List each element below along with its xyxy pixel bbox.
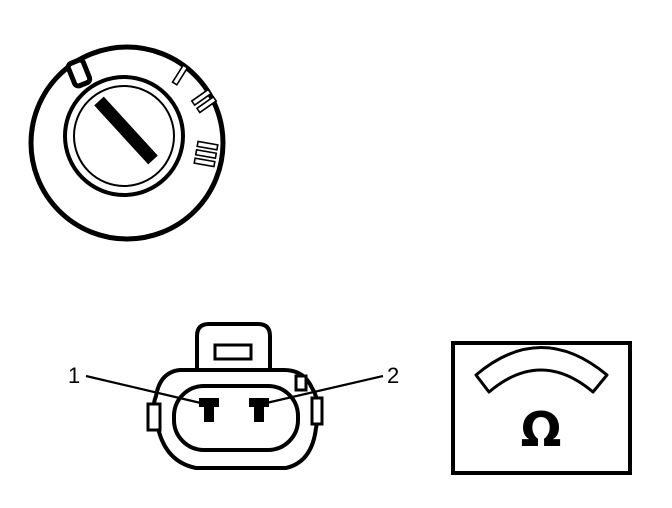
connector-right-tab [294, 374, 308, 392]
position-0-marker [65, 57, 93, 89]
key-slot [94, 96, 158, 165]
position-II-marker [190, 88, 218, 114]
connector-pin-1 [199, 398, 219, 422]
pin-2-label: 2 [387, 363, 399, 388]
connector-left-rib [146, 402, 162, 432]
pin-1-label: 1 [68, 363, 80, 388]
ohmmeter: Ω [451, 341, 632, 475]
position-III-marker [193, 140, 219, 168]
connector: 1 2 [68, 322, 399, 470]
connector-right-rib [310, 396, 324, 426]
pin-2-leader-line [261, 374, 384, 406]
ohm-symbol: Ω [521, 402, 562, 458]
ignition-switch [28, 44, 226, 242]
position-I-marker [171, 64, 189, 86]
connector-inner-cavity [172, 384, 300, 452]
pin-1-leader-line [85, 374, 206, 406]
connector-pin-2 [249, 398, 269, 422]
ohmmeter-scale-arc [474, 346, 609, 394]
connector-latch [213, 343, 253, 361]
